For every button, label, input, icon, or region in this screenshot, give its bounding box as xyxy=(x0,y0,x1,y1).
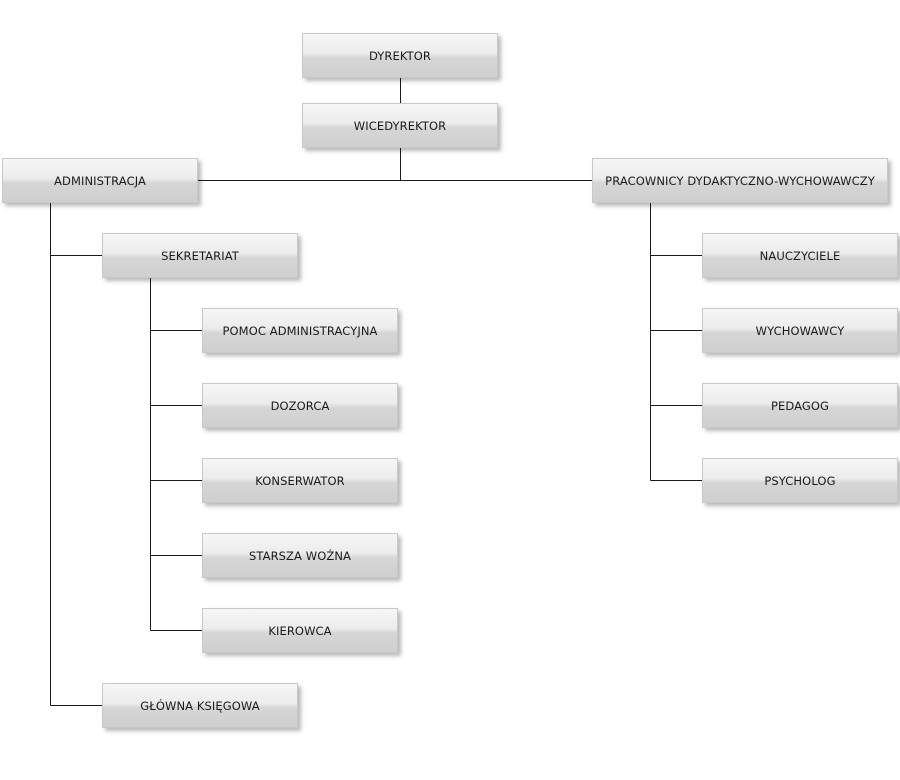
node-sekretariat[interactable]: SEKRETARIAT xyxy=(102,233,298,278)
node-pedagog[interactable]: PEDAGOG xyxy=(702,383,898,428)
node-nauczyciele[interactable]: NAUCZYCIELE xyxy=(702,233,898,278)
node-pracownicy-dydaktyczno-wychowawczy[interactable]: PRACOWNICY DYDAKTYCZNO-WYCHOWAWCZY xyxy=(592,158,888,203)
node-kierowca[interactable]: KIEROWCA xyxy=(202,608,398,653)
node-starsza-wozna[interactable]: STARSZA WOŹNA xyxy=(202,533,398,578)
node-psycholog[interactable]: PSYCHOLOG xyxy=(702,458,898,503)
node-dyrektor[interactable]: DYREKTOR xyxy=(302,33,498,78)
node-pomoc-administracyjna[interactable]: POMOC ADMINISTRACYJNA xyxy=(202,308,398,353)
node-dozorca[interactable]: DOZORCA xyxy=(202,383,398,428)
node-konserwator[interactable]: KONSERWATOR xyxy=(202,458,398,503)
node-administracja[interactable]: ADMINISTRACJA xyxy=(2,158,198,203)
node-wicedyrektor[interactable]: WICEDYREKTOR xyxy=(302,103,498,148)
node-glowna-ksiegowa[interactable]: GŁÓWNA KSIĘGOWA xyxy=(102,683,298,728)
node-wychowawcy[interactable]: WYCHOWAWCY xyxy=(702,308,898,353)
